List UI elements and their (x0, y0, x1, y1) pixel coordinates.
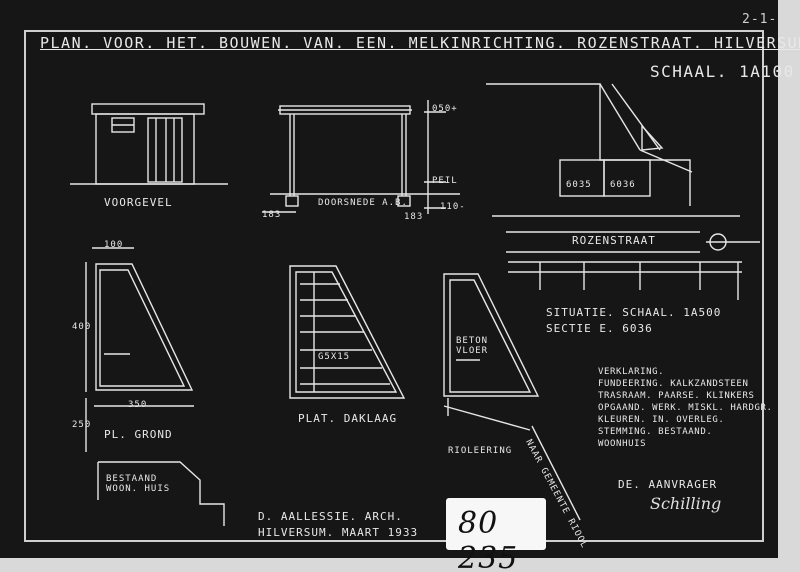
sheet-number: 2-1- (742, 12, 778, 27)
plat-dak-label: PLAT. DAKLAAG (298, 412, 398, 425)
sectie-label: SECTIE E. 6036 (546, 322, 653, 335)
level-bottom-label: 110- (440, 202, 466, 212)
legend-item: STEMMING. BESTAAND. (598, 427, 713, 437)
aanvrager-signature: Schilling (650, 494, 722, 513)
drawing-scale: SCHAAL. 1A100 (650, 62, 795, 81)
legend-item: KLEUREN. IN. OVERLEG. (598, 415, 725, 425)
drawing-frame (24, 30, 764, 542)
doorsnede-label: DOORSNEDE A.B. (318, 198, 408, 208)
bestaand-woonhuis-label: BESTAAND WOON. HUIS (106, 474, 171, 494)
dim-height-label: 400 (72, 322, 92, 332)
situatie-schaal-label: SITUATIE. SCHAAL. 1A500 (546, 306, 722, 319)
plat-dak-drawing (289, 265, 406, 399)
rioleering-drawing (443, 273, 581, 521)
paper-edge-right (778, 0, 800, 572)
legend-item: FUNDEERING. KALKZANDSTEEN (598, 379, 749, 389)
beton-vloer-label: BETON VLOER (456, 336, 489, 356)
stamp-number: 80 235 (458, 506, 519, 572)
rioleering-label: RIOLEERING (448, 446, 513, 456)
archive-stamp: 80 235 (446, 498, 546, 572)
voorgevel-drawing (70, 103, 228, 185)
situatie-drawing (486, 83, 740, 217)
legend-item: WOONHUIS (598, 439, 647, 449)
dim-label-1: 183 (262, 210, 282, 220)
situatie-right-label: 6036 (610, 180, 636, 190)
pl-grond-label: PL. GROND (104, 428, 173, 441)
aanvrager-label: DE. AANVRAGER (618, 478, 718, 491)
legend: VERKLARING. FUNDEERING. KALKZANDSTEEN TR… (598, 366, 773, 450)
voorgevel-label: VOORGEVEL (104, 196, 173, 209)
pl-grond-drawing (85, 247, 225, 526)
architect-line1: D. AALLESSIE. ARCH. (258, 510, 403, 523)
situatie-left-label: 6035 (566, 180, 592, 190)
legend-item: TRASRAAM. PAARSE. KLINKERS (598, 391, 755, 401)
rozenstraat-label: ROZENSTRAAT (572, 234, 656, 247)
level-top-label: 050+ (432, 104, 458, 114)
paper-edge-bottom (0, 558, 800, 572)
architect-line2: HILVERSUM. MAART 1933 (258, 526, 419, 539)
gsize-label: G5X15 (318, 352, 351, 362)
legend-item: OPGAAND. WERK. MISKL. HARDGR. (598, 403, 773, 413)
dim-top-label: 100 (104, 240, 124, 250)
legend-title: VERKLARING. (598, 367, 665, 377)
dim-label-2: 183 (404, 212, 424, 222)
dim-width-label: 350 (128, 400, 148, 410)
doorsnede-drawing (262, 100, 460, 214)
rozenstraat-drawing (506, 231, 760, 300)
level-peil-label: PEIL (432, 176, 458, 186)
drawing-title: PLAN. VOOR. HET. BOUWEN. VAN. EEN. MELKI… (40, 34, 800, 52)
dim-lower-label: 250 (72, 420, 92, 430)
